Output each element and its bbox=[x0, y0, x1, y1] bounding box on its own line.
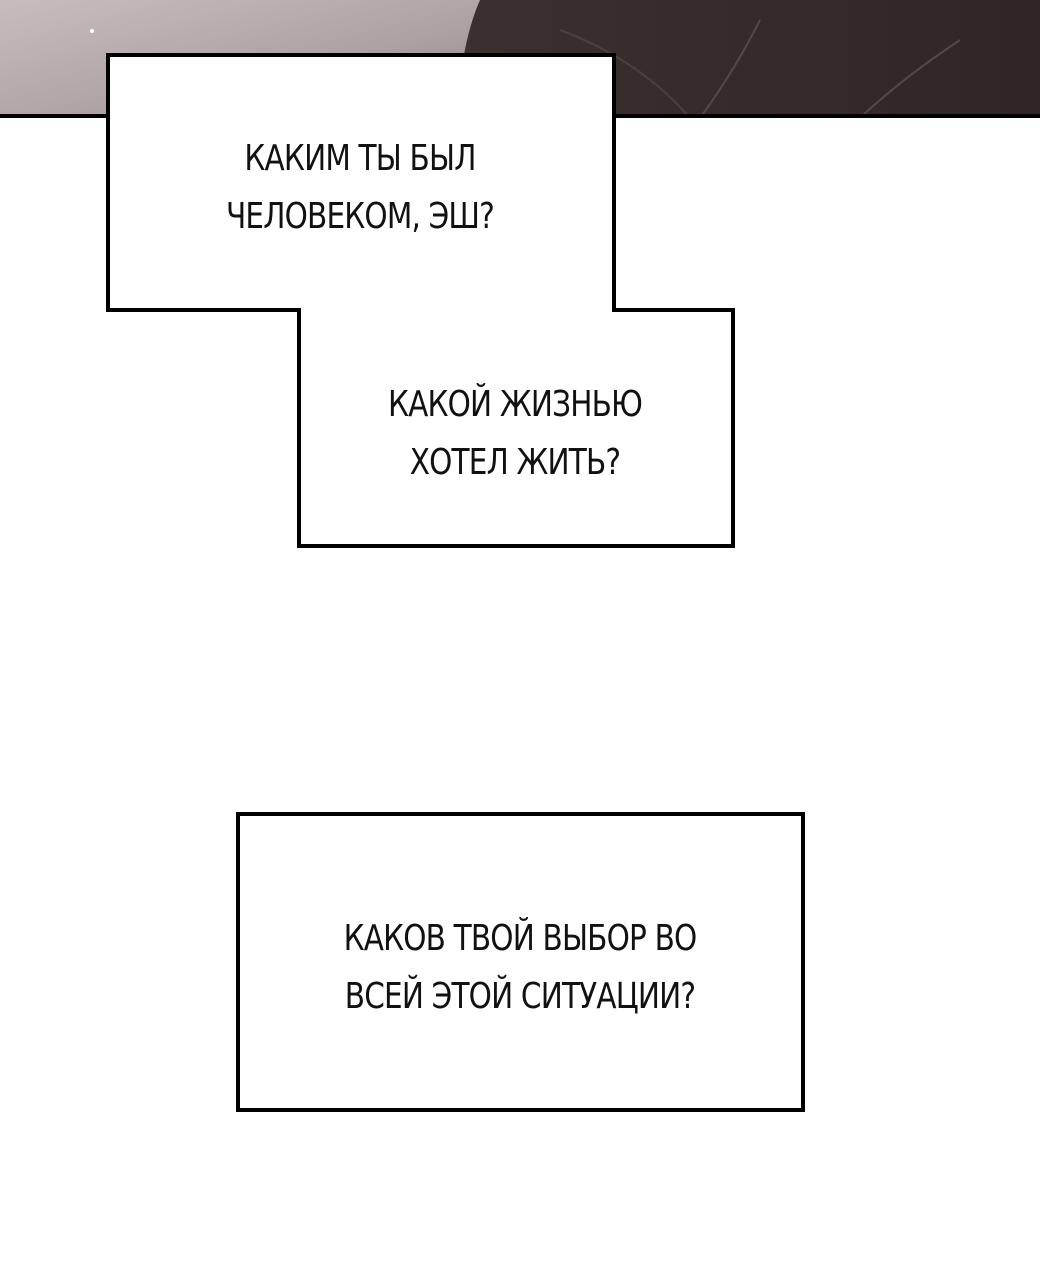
caption-second-line2: ХОТЕЛ ЖИТЬ? bbox=[409, 442, 621, 483]
caption-text-first: КАКИМ ТЫ БЫЛ ЧЕЛОВЕКОМ, ЭШ? bbox=[188, 130, 532, 246]
caption-text-third: КАКОВ ТВОЙ ВЫБОР ВО ВСЕЙ ЭТОЙ СИТУАЦИИ? bbox=[299, 910, 742, 1026]
caption-first-line1: КАКИМ ТЫ БЫЛ bbox=[244, 138, 476, 179]
caption-box-join-mask-right bbox=[608, 312, 620, 316]
caption-third-line1: КАКОВ ТВОЙ ВЫБОР ВО bbox=[343, 918, 698, 959]
caption-second-line1: КАКОЙ ЖИЗНЬЮ bbox=[387, 384, 643, 425]
caption-first-line2: ЧЕЛОВЕКОМ, ЭШ? bbox=[225, 196, 495, 237]
caption-box-bottom bbox=[236, 812, 805, 1112]
caption-text-second: КАКОЙ ЖИЗНЬЮ ХОТЕЛ ЖИТЬ? bbox=[363, 376, 666, 492]
caption-box-lower bbox=[297, 308, 735, 548]
caption-third-line2: ВСЕЙ ЭТОЙ СИТУАЦИИ? bbox=[344, 976, 696, 1017]
caption-box-join-mask bbox=[301, 304, 612, 316]
